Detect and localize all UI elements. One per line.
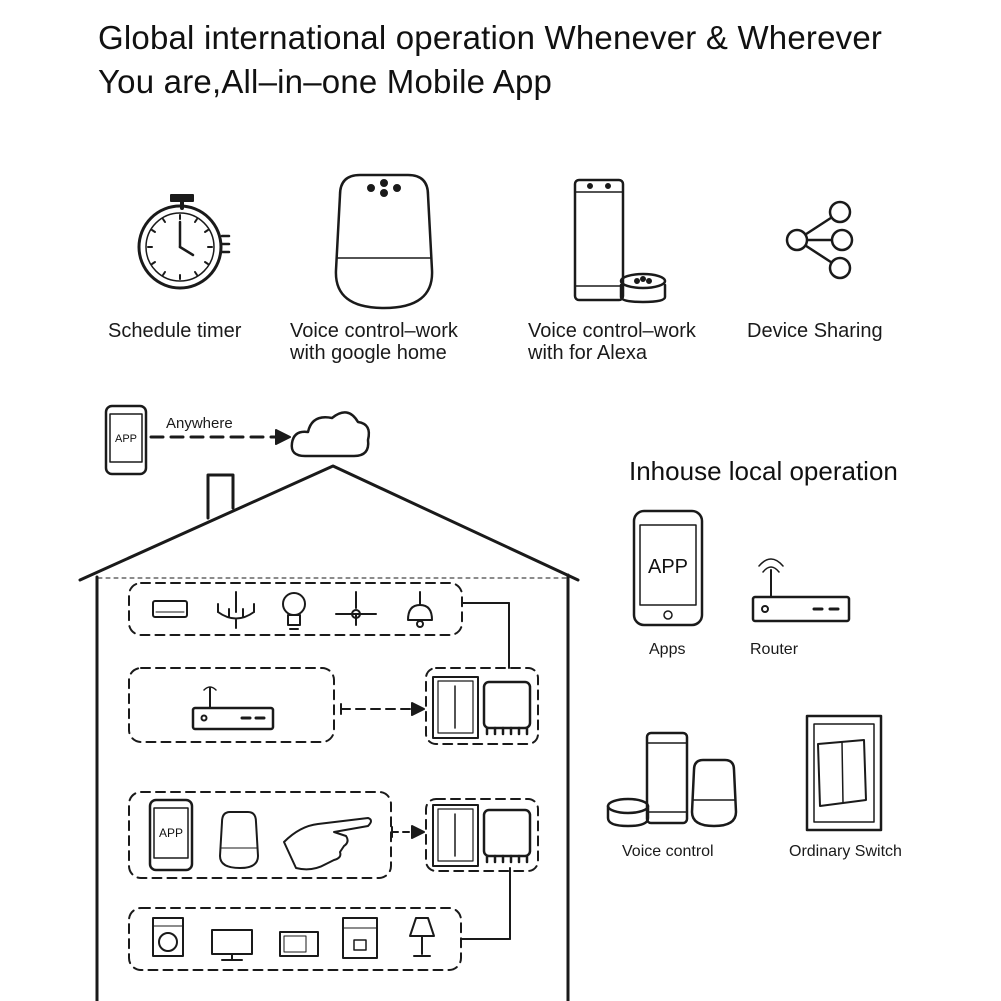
feature-label-sharing: Device Sharing <box>747 320 883 342</box>
feature-text: Device Sharing <box>747 320 883 342</box>
feature-label-schedule: Schedule timer <box>108 320 241 342</box>
alexa-echo-icon <box>573 178 667 304</box>
appliance-row-1 <box>128 582 463 636</box>
router-label: Router <box>750 641 799 658</box>
smart-switch-module-2 <box>425 798 539 872</box>
inhouse-title: Inhouse local operation <box>629 456 898 486</box>
cloud-icon <box>290 411 371 458</box>
table-lamp-icon <box>409 917 435 957</box>
voice-control-label: Voice control <box>622 843 714 860</box>
feature-text: with for Alexa <box>528 342 647 364</box>
ordinary-switch-label: Ordinary Switch <box>789 843 902 860</box>
control-phone-label: APP <box>159 826 183 840</box>
ordinary-switch-icon <box>805 714 883 832</box>
feature-label-alexa: Voice control–work with for Alexa <box>528 320 696 364</box>
apps-label: Apps <box>649 641 686 658</box>
anywhere-label: Anywhere <box>166 415 233 432</box>
smart-speaker-icon <box>219 811 259 869</box>
feature-text: Schedule timer <box>108 320 242 342</box>
monitor-icon <box>211 929 253 961</box>
feature-label-google: Voice control–work with google home <box>290 320 458 364</box>
remote-phone-icon: APP <box>104 404 148 476</box>
google-home-speaker-icon <box>334 173 434 310</box>
voice-control-devices-icon <box>606 731 738 828</box>
remote-phone-label: APP <box>115 433 137 445</box>
router-icon <box>191 686 275 731</box>
stopwatch-icon <box>137 194 231 290</box>
share-icon <box>785 200 854 280</box>
feature-text: Voice control–work <box>528 320 696 342</box>
coffee-machine-icon <box>342 917 378 959</box>
air-conditioner-icon <box>152 600 188 618</box>
feature-text: with google home <box>290 342 447 364</box>
control-row: APP <box>128 791 425 879</box>
headline-line-2: You are,All–in–one Mobile App <box>98 63 553 100</box>
router-large-icon <box>751 558 851 623</box>
headline-line-1: Global international operation Whenever … <box>98 19 883 56</box>
ceiling-fan-icon <box>335 591 377 626</box>
connector-lines <box>461 602 511 940</box>
house-outline <box>78 464 580 1001</box>
chandelier-icon <box>217 591 255 629</box>
headline: Global international operation Whenever … <box>98 16 882 104</box>
smart-switch-module-1 <box>425 667 539 745</box>
apps-screen-label: APP <box>648 556 688 578</box>
control-phone-icon: APP <box>148 798 194 872</box>
washing-machine-icon <box>152 917 184 957</box>
router-row <box>128 667 425 743</box>
pointing-hand-icon <box>283 817 372 871</box>
pendant-lamp-icon <box>407 591 433 628</box>
microwave-icon <box>279 931 319 957</box>
light-bulb-icon <box>282 592 306 630</box>
apps-phone-icon: APP <box>632 509 704 627</box>
appliance-row-2 <box>128 907 462 971</box>
feature-text: Voice control–work <box>290 320 458 342</box>
dashed-arrow-to-cloud <box>149 429 291 445</box>
